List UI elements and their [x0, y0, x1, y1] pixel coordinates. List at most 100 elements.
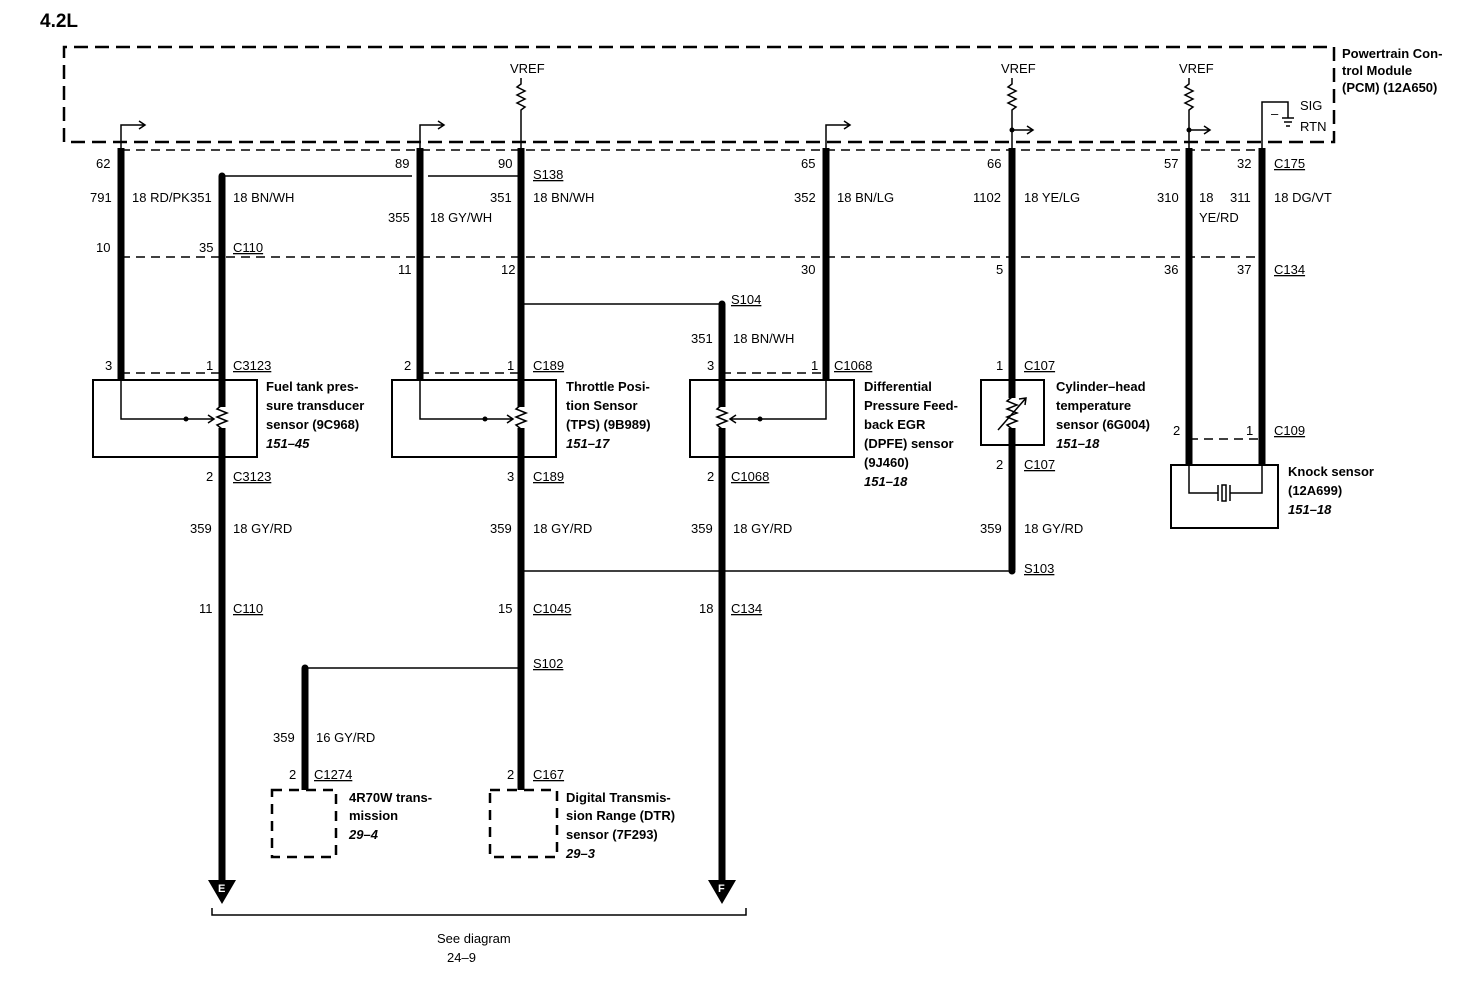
splice-dot-s102	[517, 664, 525, 672]
sig-rtn-ground: – SIG RTN	[1261, 98, 1326, 148]
connector-c189-bottom: C189	[533, 469, 564, 484]
svg-text:RTN: RTN	[1300, 119, 1326, 134]
pin-11-c110: 11	[199, 601, 213, 616]
svg-text:VREF: VREF	[1179, 61, 1214, 76]
svg-text:1102: 1102	[973, 190, 1001, 205]
vref-57: VREF	[1179, 61, 1214, 148]
svg-text:5: 5	[996, 262, 1003, 277]
svg-text:18: 18	[1199, 190, 1213, 205]
svg-text:29–4: 29–4	[348, 827, 379, 842]
wire-351c: 18 BN/WH	[733, 331, 794, 346]
svg-text:18 BN/WH: 18 BN/WH	[233, 190, 294, 205]
svg-text:12: 12	[501, 262, 515, 277]
svg-text:2: 2	[707, 469, 714, 484]
flag-89	[419, 120, 446, 148]
connector-c189-top: C189	[533, 358, 564, 373]
svg-text:65: 65	[801, 156, 815, 171]
circuit-359e: 359	[273, 730, 295, 745]
svg-text:Pressure Feed-: Pressure Feed-	[864, 398, 958, 413]
svg-text:(9J460): (9J460)	[864, 455, 909, 470]
svg-text:359: 359	[490, 521, 512, 536]
pin-row-c110-c134: 10 35 11 12 30 5 36 37	[96, 240, 1251, 277]
svg-text:Throttle Posi-: Throttle Posi-	[566, 379, 650, 394]
svg-text:359: 359	[691, 521, 713, 536]
svg-text:30: 30	[801, 262, 815, 277]
label-tps-sensor: Throttle Posi- tion Sensor (TPS) (9B989)…	[566, 379, 651, 451]
svg-text:Knock sensor: Knock sensor	[1288, 464, 1374, 479]
label-knock-sensor: Knock sensor (12A699) 151–18	[1288, 464, 1374, 517]
svg-text:29–3: 29–3	[565, 846, 596, 861]
connector-c3123-bottom: C3123	[233, 469, 271, 484]
svg-text:SIG: SIG	[1300, 98, 1322, 113]
connector-c134-bottom: C134	[731, 601, 762, 616]
connector-c134-top: C134	[1274, 262, 1305, 277]
sensor-top-pins: 3 1 2 1 3 1 1	[105, 358, 1003, 373]
svg-text:359: 359	[980, 521, 1002, 536]
svg-text:2: 2	[404, 358, 411, 373]
vref-66: VREF	[1001, 61, 1036, 148]
svg-text:–: –	[1271, 106, 1279, 121]
pcm-pin-numbers: 62 89 90 65 66 57 32	[96, 156, 1251, 171]
see-diagram-bracket	[211, 908, 747, 916]
splice-dot-s138	[517, 172, 525, 180]
tps-sensor-box	[391, 379, 557, 458]
pin-15-c1045: 15	[498, 601, 512, 616]
svg-text:18 GY/RD: 18 GY/RD	[533, 521, 592, 536]
splice-dot-s104	[718, 300, 726, 308]
splice-dot-s138a	[218, 172, 226, 180]
svg-text:(12A699): (12A699)	[1288, 483, 1342, 498]
splice-dot-s103a	[517, 567, 525, 575]
svg-text:35: 35	[199, 240, 213, 255]
svg-text:18 GY/WH: 18 GY/WH	[430, 210, 492, 225]
svg-text:352: 352	[794, 190, 816, 205]
svg-text:90: 90	[498, 156, 512, 171]
splice-dot-s103b	[718, 567, 726, 575]
svg-text:sensor (6G004): sensor (6G004)	[1056, 417, 1150, 432]
svg-text:(PCM) (12A650): (PCM) (12A650)	[1342, 80, 1437, 95]
svg-text:18 DG/VT: 18 DG/VT	[1274, 190, 1332, 205]
svg-text:1: 1	[811, 358, 818, 373]
see-diagram-ref: 24–9	[447, 950, 476, 965]
svg-text:VREF: VREF	[510, 61, 545, 76]
splice-s138: S138	[533, 167, 563, 182]
circuit-labels-upper: 791 18 RD/PK 351 18 BN/WH 355 18 GY/WH 3…	[90, 190, 1332, 225]
svg-text:sensor (7F293): sensor (7F293)	[566, 827, 658, 842]
connector-c167: C167	[533, 767, 564, 782]
svg-text:37: 37	[1237, 262, 1251, 277]
label-dpfe-sensor: Differential Pressure Feed- back EGR (DP…	[864, 379, 958, 489]
svg-text:18 YE/LG: 18 YE/LG	[1024, 190, 1080, 205]
svg-text:VREF: VREF	[1001, 61, 1036, 76]
pin-18-c134: 18	[699, 601, 713, 616]
connector-c3123-top: C3123	[233, 358, 271, 373]
svg-text:10: 10	[96, 240, 110, 255]
svg-text:151–18: 151–18	[1056, 436, 1100, 451]
svg-text:F: F	[718, 883, 725, 895]
svg-text:2: 2	[996, 457, 1003, 472]
svg-text:2: 2	[206, 469, 213, 484]
svg-text:Powertrain Con-: Powertrain Con-	[1342, 46, 1442, 61]
splice-dot-s104a	[517, 300, 525, 308]
pcm-label: Powertrain Con- trol Module (PCM) (12A65…	[1342, 46, 1442, 95]
vref-90: VREF	[510, 61, 545, 148]
svg-text:back EGR: back EGR	[864, 417, 926, 432]
svg-text:E: E	[218, 883, 225, 895]
svg-text:36: 36	[1164, 262, 1178, 277]
svg-text:18 BN/LG: 18 BN/LG	[837, 190, 894, 205]
wire-359e: 16 GY/RD	[316, 730, 375, 745]
label-trans: 4R70W trans- mission 29–4	[348, 790, 432, 842]
svg-text:151–17: 151–17	[566, 436, 610, 451]
svg-text:18 GY/RD: 18 GY/RD	[733, 521, 792, 536]
svg-text:32: 32	[1237, 156, 1251, 171]
svg-text:18 BN/WH: 18 BN/WH	[533, 190, 594, 205]
svg-text:mission: mission	[349, 808, 398, 823]
dpfe-sensor-box	[689, 379, 855, 458]
pin-knock-1: 1	[1246, 423, 1253, 438]
svg-text:3: 3	[507, 469, 514, 484]
flag-65	[825, 120, 852, 148]
svg-text:791: 791	[90, 190, 112, 205]
svg-text:351: 351	[190, 190, 212, 205]
see-diagram-label: See diagram	[437, 931, 511, 946]
circuit-labels-359: 359 18 GY/RD 359 18 GY/RD 359 18 GY/RD 3…	[190, 521, 1083, 536]
pcm-box	[62, 45, 1336, 144]
connector-c107-top: C107	[1024, 358, 1055, 373]
